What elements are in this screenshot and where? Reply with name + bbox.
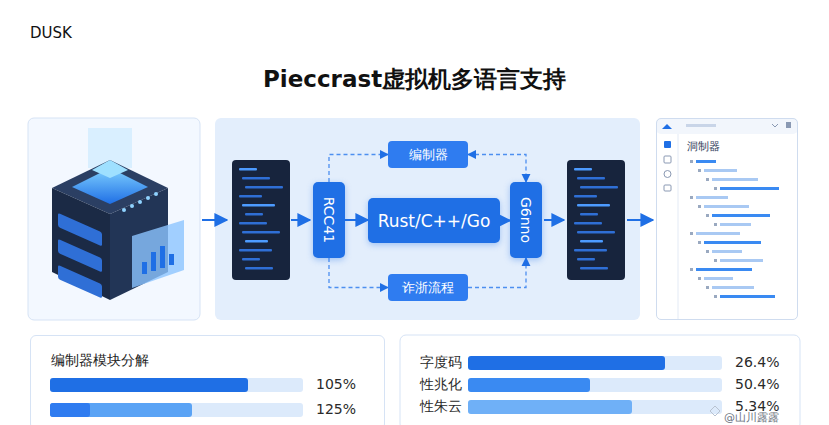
node-text: 编制器模块分解	[51, 352, 149, 370]
stage-box: G6nno	[510, 182, 542, 258]
server-illustration	[52, 128, 184, 300]
node-text: 诈浙流程	[402, 279, 454, 297]
flow-connector	[329, 258, 388, 288]
flow-connector	[468, 155, 526, 183]
process-box: 诈浙流程	[388, 274, 468, 301]
pipeline-panel	[215, 118, 640, 320]
illustration-panel	[28, 118, 200, 320]
language-box: Rust/C++/Go	[368, 198, 500, 243]
row-label: 字度码	[420, 354, 462, 372]
node-text: G6nno	[518, 197, 534, 243]
flow-connector	[500, 220, 510, 222]
percent-value: 50.4%	[735, 376, 779, 392]
row-label: 性兆化	[420, 376, 462, 394]
node-text: Rust/C++/Go	[378, 211, 491, 231]
percent-value: 105%	[316, 376, 356, 392]
compiler-box: 编制器	[388, 141, 468, 168]
title: Pieccrast虚拟机多语言支持	[263, 64, 566, 95]
flow-arrow	[202, 219, 227, 221]
stats-panel	[400, 335, 800, 425]
code-panels	[232, 160, 625, 280]
flow-connector	[329, 155, 388, 183]
brand-label: DUSK	[30, 24, 72, 42]
flow-arrow	[627, 219, 653, 221]
node-text: RCC41	[321, 197, 337, 243]
flow-arrow	[291, 219, 310, 221]
flow-arrow	[544, 219, 564, 221]
node-text: 洞制器	[687, 139, 720, 154]
node-text: 编制器	[409, 146, 448, 164]
app-window	[656, 118, 798, 320]
percent-value: 26.4%	[735, 354, 779, 370]
flow-connector	[345, 219, 368, 221]
row-label: 性朱云	[420, 398, 462, 416]
watermark-icon	[710, 406, 720, 416]
watermark: @山川露露	[724, 410, 779, 425]
percent-value: 125%	[316, 401, 356, 417]
app-window-box: 洞制器	[656, 118, 798, 320]
stage-box: RCC41	[313, 182, 345, 258]
flow-connector	[468, 258, 526, 288]
